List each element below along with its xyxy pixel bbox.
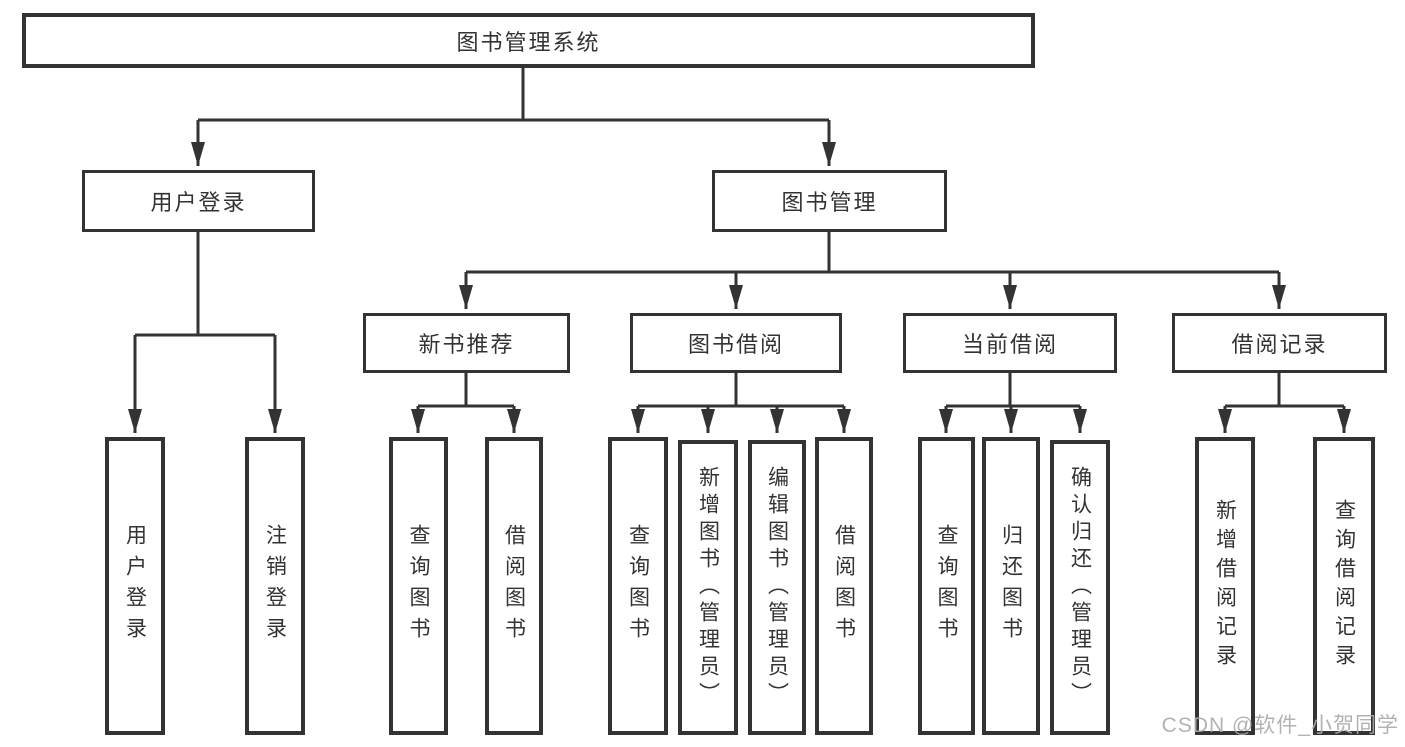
- node-book-borrow-label: 图书借阅: [687, 332, 784, 357]
- node-user-login-label: 用户登录: [150, 190, 247, 215]
- leaf-cb-confirm-return-label: 确认归还（管理员）: [1068, 466, 1092, 709]
- leaf-user-login: 用户登录: [105, 437, 165, 735]
- leaf-cb-return-books: 归还图书: [982, 437, 1040, 735]
- leaf-rec-borrow-books: 借阅图书: [485, 437, 543, 735]
- leaf-bb-borrow-books-label: 借阅图书: [832, 524, 856, 648]
- leaf-logout-label: 注销登录: [263, 524, 287, 648]
- leaf-bb-borrow-books: 借阅图书: [815, 437, 873, 735]
- node-new-book-recommend: 新书推荐: [363, 313, 570, 373]
- node-book-borrow: 图书借阅: [630, 313, 842, 373]
- leaf-cb-query-books-label: 查询图书: [935, 524, 958, 648]
- leaf-bb-edit-books-label: 编辑图书（管理员）: [765, 466, 789, 709]
- node-root: 图书管理系统: [22, 13, 1035, 68]
- leaf-br-add-record: 新增借阅记录: [1195, 437, 1255, 735]
- leaf-bb-query-books-label: 查询图书: [626, 524, 650, 648]
- node-borrow-records-label: 借阅记录: [1231, 332, 1328, 357]
- leaf-rec-query-books-label: 查询图书: [407, 524, 430, 648]
- leaf-user-login-label: 用户登录: [123, 524, 147, 648]
- node-book-management: 图书管理: [712, 170, 947, 232]
- node-book-management-label: 图书管理: [781, 190, 878, 215]
- leaf-br-query-record-label: 查询借阅记录: [1332, 499, 1356, 673]
- leaf-cb-return-books-label: 归还图书: [999, 524, 1023, 648]
- leaf-bb-add-books: 新增图书（管理员）: [678, 440, 738, 735]
- csdn-watermark: CSDN @软件_小贺同学: [1161, 714, 1399, 737]
- leaf-cb-confirm-return: 确认归还（管理员）: [1050, 440, 1110, 735]
- leaf-br-query-record: 查询借阅记录: [1313, 437, 1375, 735]
- node-current-borrow-label: 当前借阅: [961, 332, 1058, 357]
- leaf-bb-edit-books: 编辑图书（管理员）: [748, 440, 806, 735]
- node-current-borrow: 当前借阅: [903, 313, 1117, 373]
- leaf-rec-query-books: 查询图书: [389, 437, 448, 735]
- node-user-login: 用户登录: [82, 170, 315, 232]
- leaf-logout: 注销登录: [245, 437, 305, 735]
- leaf-br-add-record-label: 新增借阅记录: [1213, 499, 1237, 673]
- node-root-label: 图书管理系统: [456, 29, 601, 55]
- leaf-bb-query-books: 查询图书: [608, 437, 668, 735]
- leaf-cb-query-books: 查询图书: [918, 437, 975, 735]
- node-borrow-records: 借阅记录: [1172, 313, 1387, 373]
- leaf-rec-borrow-books-label: 借阅图书: [502, 524, 526, 648]
- node-new-book-recommend-label: 新书推荐: [418, 332, 515, 357]
- leaf-bb-add-books-label: 新增图书（管理员）: [696, 466, 720, 709]
